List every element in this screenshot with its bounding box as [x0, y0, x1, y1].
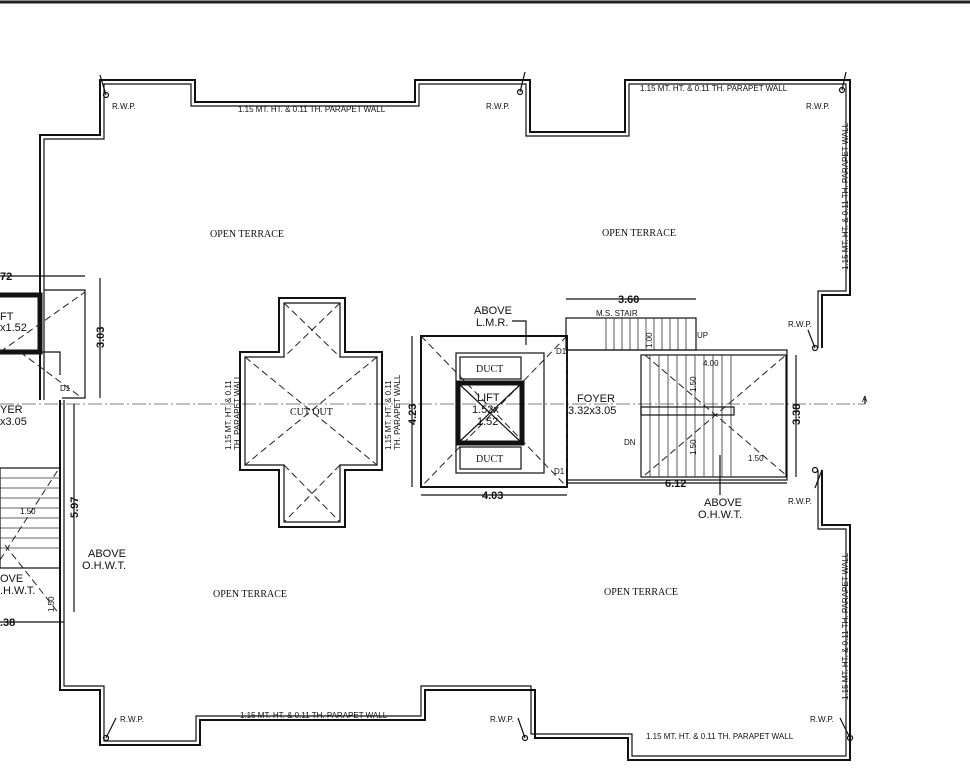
- foyer-size-label: x3.05: [0, 416, 27, 428]
- foyer-label: YER: [0, 404, 23, 416]
- dimension-label: 5.97: [69, 497, 81, 518]
- dimension-label: 3.60: [618, 294, 639, 306]
- lift-size-label: x1.52: [0, 322, 27, 334]
- rwp-label: R.W.P.: [120, 715, 144, 724]
- parapet-label: 1.15 MT. HT. & 0.11: [224, 380, 233, 450]
- parapet-label: TH. PARAPET WALL: [393, 374, 402, 450]
- dimension-label: 4.23: [407, 404, 419, 425]
- dimension-label: 1.50: [748, 454, 764, 463]
- dimension-label: 6.12: [665, 478, 686, 490]
- dn-label: DN: [624, 438, 636, 447]
- parapet-label: 1.15 MT. HT. & 0.11 TH. PARAPET WALL: [238, 105, 386, 114]
- foyer-size-label: 3.32x3.05: [568, 405, 616, 417]
- parapet-label: TH. PARAPET WALL: [233, 374, 242, 450]
- rwp-label: R.W.P.: [486, 102, 510, 111]
- above-ohwt-label: O.H.W.T.: [82, 560, 126, 572]
- parapet-label: 1.15 MT. HT. & 0.11 TH. PARAPET WALL: [646, 732, 794, 741]
- parapet-label: 1.15 MT. HT. & 0.11 TH. PARAPET WALL: [841, 122, 850, 270]
- parapet-wall-outline: [39, 79, 851, 761]
- rwp-label: R.W.P.: [788, 320, 812, 329]
- dimension-label: 1.50: [689, 376, 698, 392]
- lift-label: LIFT: [477, 392, 500, 404]
- open-terrace-label: OPEN TERRACE: [604, 587, 678, 598]
- above-ohwt-label: OVE: [0, 573, 23, 585]
- open-terrace-label: OPEN TERRACE: [210, 229, 284, 240]
- rwp-label: R.W.P.: [810, 715, 834, 724]
- ms-stair-label: M.S. STAIR: [596, 309, 638, 318]
- dimension-label: 1.50: [689, 439, 698, 455]
- open-terrace-label: OPEN TERRACE: [602, 228, 676, 239]
- axis-label: A: [862, 395, 868, 404]
- core-block: DUCT DUCT LIFT 1.52x 1.52 D1 D1 FOYER 3.…: [420, 309, 788, 488]
- dimension-label: 4.03: [482, 490, 503, 502]
- door-label: D1: [60, 384, 71, 393]
- parapet-label: 1.15 MT. HT. & 0.11 TH. PARAPET WALL: [841, 552, 850, 700]
- duct-label: DUCT: [476, 364, 503, 375]
- above-lmr-label: ABOVE: [474, 305, 512, 317]
- dimension-label: 4.00: [703, 359, 719, 368]
- open-terrace-label: OPEN TERRACE: [213, 589, 287, 600]
- door-label: D1: [554, 467, 565, 476]
- dimension-label: 1.50: [47, 596, 56, 612]
- door-label: D1: [556, 347, 567, 356]
- leader-line: [512, 320, 527, 345]
- duct-label: DUCT: [476, 454, 503, 465]
- dimension-label: 3.03: [95, 327, 107, 348]
- above-lmr-label: L.M.R.: [476, 317, 508, 329]
- lift-size-label: 1.52x: [472, 404, 499, 416]
- dimension-label: .38: [0, 617, 15, 629]
- cut-out: CUT OUT: [239, 297, 383, 528]
- dimension-lines: [0, 275, 797, 623]
- dimension-label: 1.00: [645, 332, 654, 348]
- dimension-label: 3.38: [791, 404, 803, 425]
- rwp-label: R.W.P.: [788, 497, 812, 506]
- foyer-label: FOYER: [577, 393, 615, 405]
- cut-out-label: CUT OUT: [290, 407, 333, 418]
- parapet-label: 1.15 MT. HT. & 0.11: [384, 380, 393, 450]
- lift-size-label: 1.52: [477, 416, 498, 428]
- lift-label: FT: [0, 311, 14, 323]
- rwp-labels: R.W.P. R.W.P. R.W.P. R.W.P. R.W.P. R.W.P…: [112, 102, 834, 724]
- parapet-label: 1.15 MT. HT. & 0.11 TH. PARAPET WALL: [240, 711, 388, 720]
- rwp-label: R.W.P.: [490, 715, 514, 724]
- above-ohwt-label: ABOVE: [88, 548, 126, 560]
- adjacent-wing-partial: D1 FT x1.52 YER x3.05 ABOVE O.H.W.T. OVE…: [0, 289, 126, 616]
- up-label: UP: [697, 331, 708, 340]
- rwp-label: R.W.P.: [806, 102, 830, 111]
- parapet-label: 1.15 MT. HT. & 0.11 TH. PARAPET WALL: [640, 84, 788, 93]
- above-ohwt-label: ABOVE: [704, 497, 742, 509]
- dimension-label: 1.50: [20, 507, 36, 516]
- rwp-label: R.W.P.: [112, 102, 136, 111]
- above-ohwt-label: O.H.W.T.: [698, 509, 742, 521]
- above-ohwt-label: .H.W.T.: [0, 585, 35, 597]
- rwp-markers: [99, 71, 854, 742]
- dimension-label: 72: [0, 271, 12, 283]
